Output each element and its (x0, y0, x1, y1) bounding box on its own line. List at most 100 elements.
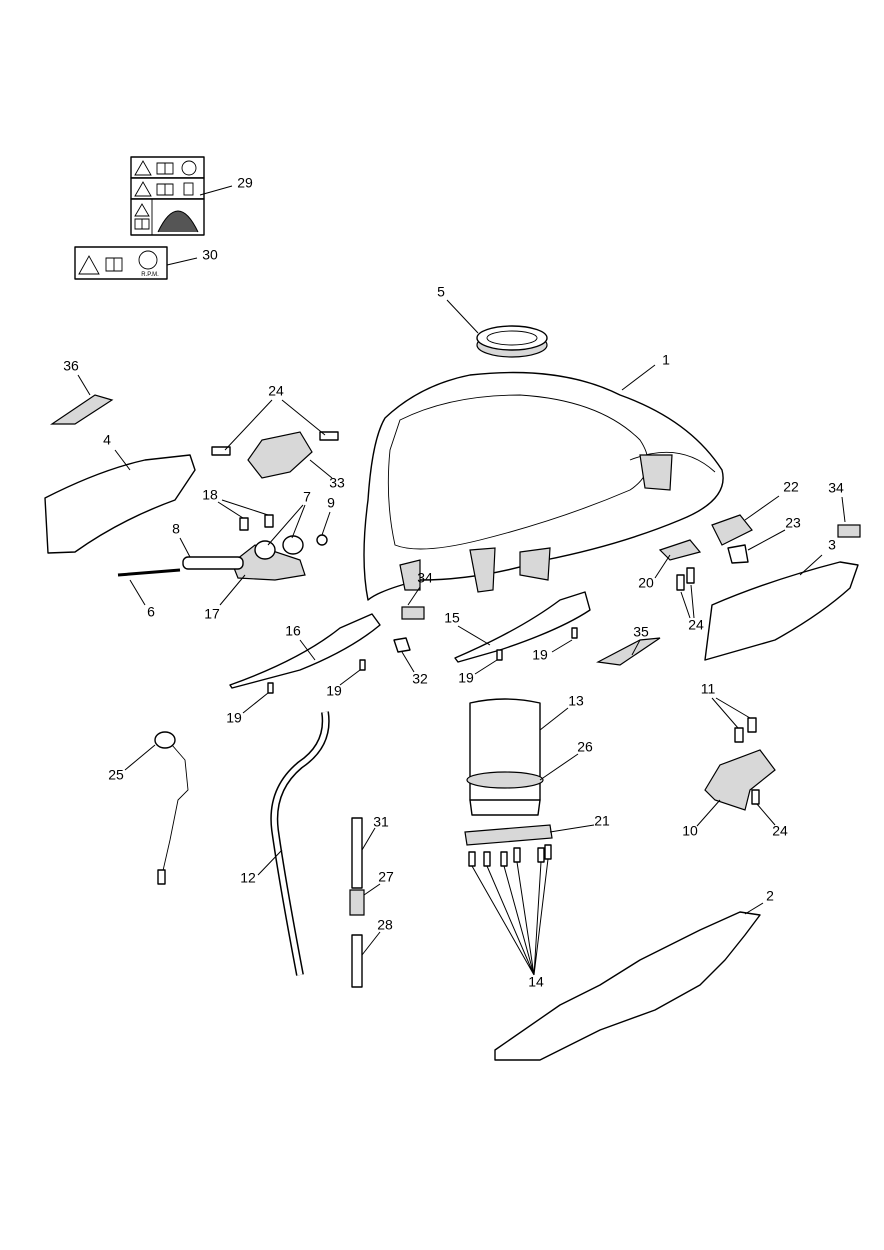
side-panel-3 (704, 561, 859, 661)
fuel-icon (183, 182, 194, 196)
rubber-22 (711, 514, 753, 546)
warning-triangle-icon (78, 255, 100, 275)
callout-27: 27 (378, 869, 394, 885)
filler-ring-5 (476, 325, 548, 358)
clip-32 (393, 637, 411, 653)
leader-lines (77, 185, 846, 976)
callout-15: 15 (444, 610, 460, 626)
washer-9 (316, 534, 328, 546)
screws-14 (468, 844, 552, 867)
hose-31 (351, 817, 363, 889)
callout-13: 13 (568, 693, 584, 709)
pad-34 (837, 524, 861, 538)
callout-23: 23 (785, 515, 801, 531)
bracket-33 (247, 431, 313, 479)
callout-5: 5 (437, 284, 445, 300)
cover-16 (229, 613, 381, 689)
callout-2: 2 (766, 888, 774, 904)
valve-27 (349, 889, 365, 916)
warning-label-set-29 (130, 156, 205, 236)
pad-36 (50, 394, 114, 425)
callout-28: 28 (377, 917, 393, 933)
bolt-24 (676, 574, 685, 591)
callout-32: 32 (412, 671, 428, 687)
rpm-dial-icon (138, 250, 158, 270)
warning-triangle-icon (134, 160, 152, 217)
warning-label-30: R.P.M. (74, 246, 168, 280)
callout-24: 24 (772, 823, 788, 839)
bolt-24 (751, 789, 760, 805)
callout-11: 11 (701, 681, 716, 697)
callout-25: 25 (108, 767, 124, 783)
screw-19 (359, 659, 366, 671)
callout-26: 26 (577, 739, 593, 755)
callout-31: 31 (373, 814, 389, 830)
plate-21 (464, 824, 553, 846)
callout-29: 29 (237, 175, 253, 191)
callout-1: 1 (662, 352, 670, 368)
callout-21: 21 (594, 813, 610, 829)
screw-19 (496, 649, 503, 661)
callout-labels: 1 2 3 4 5 6 7 8 9 10 11 12 13 14 15 16 1… (63, 175, 844, 990)
screw-19 (267, 682, 274, 694)
bolt-11 (734, 727, 744, 743)
manual-book-icon (105, 257, 123, 272)
callout-6: 6 (147, 604, 155, 620)
hinge-pin-7 (254, 540, 276, 560)
callout-20: 20 (638, 575, 654, 591)
fuel-pump-13 (466, 698, 544, 816)
callout-19: 19 (226, 710, 242, 726)
screw-18 (264, 514, 274, 528)
heat-shield-2 (494, 911, 761, 1061)
bracket-10 (704, 749, 776, 811)
bolt-11 (747, 717, 757, 733)
side-panel-4 (44, 454, 196, 554)
manual-book-icon (134, 162, 174, 230)
callout-36: 36 (63, 358, 79, 374)
callout-4: 4 (103, 432, 111, 448)
callout-12: 12 (240, 870, 256, 886)
callout-16: 16 (285, 623, 301, 639)
sleeve-8 (182, 556, 244, 570)
clip-23 (727, 544, 749, 564)
callout-24: 24 (688, 617, 704, 633)
engine-icon (157, 210, 199, 233)
callout-3: 3 (828, 537, 836, 553)
callout-34: 34 (828, 480, 844, 496)
callout-7: 7 (303, 489, 311, 505)
callout-19: 19 (458, 670, 474, 686)
callout-22: 22 (783, 479, 799, 495)
pad-34 (401, 606, 425, 620)
bolt-6 (117, 568, 181, 577)
helmet-icon (181, 160, 197, 176)
callout-19: 19 (326, 683, 342, 699)
rpm-text: R.P.M. (141, 272, 159, 278)
callout-10: 10 (682, 823, 698, 839)
hinge-17 (231, 544, 306, 581)
callout-8: 8 (172, 521, 180, 537)
sensor-25 (154, 731, 189, 885)
callout-18: 18 (202, 487, 218, 503)
callout-24: 24 (268, 383, 284, 399)
callout-34: 34 (417, 570, 433, 586)
bolt-24 (211, 446, 231, 456)
callout-33: 33 (329, 475, 345, 491)
callout-9: 9 (327, 495, 335, 511)
screw-19 (571, 627, 578, 639)
cover-15 (454, 591, 591, 663)
seal-26 (466, 771, 544, 789)
hose-28 (351, 934, 363, 988)
callout-35: 35 (633, 624, 649, 640)
callout-30: 30 (202, 247, 218, 263)
hinge-pin-7 (282, 535, 304, 555)
callout-14: 14 (528, 974, 544, 990)
bolt-24 (319, 431, 339, 441)
fuel-tank-1 (363, 371, 724, 601)
screw-18 (239, 517, 249, 531)
pad-35 (596, 637, 661, 666)
callout-19: 19 (532, 647, 548, 663)
callout-17: 17 (204, 606, 220, 622)
bracket-20 (658, 539, 702, 561)
